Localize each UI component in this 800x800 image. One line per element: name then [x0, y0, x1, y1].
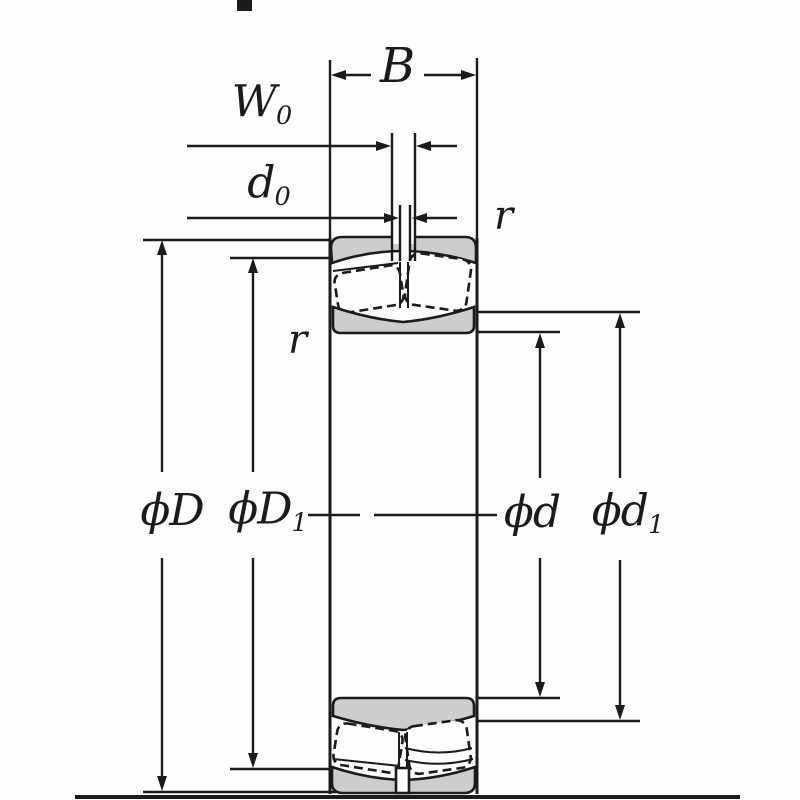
phiD-arrow-bottom: [157, 776, 167, 791]
label-d0: d0: [247, 161, 291, 212]
phiD1-arrow-bottom: [248, 753, 258, 768]
phid-arrow-top: [535, 333, 545, 348]
roller-top-right: [403, 251, 473, 313]
phiD-arrow-top: [157, 240, 167, 255]
label-W0: W0: [232, 80, 293, 131]
inner-ring-bottom: [331, 696, 476, 732]
label-W0-base: W: [231, 76, 277, 128]
cage-top-center-bar: [399, 262, 409, 308]
cage-bottom-right-bar1: [404, 747, 473, 754]
label-r-left-text: r: [287, 317, 307, 363]
label-r-right: r: [493, 193, 513, 239]
phiD1-arrow-top: [248, 258, 258, 273]
label-r-right-text: r: [493, 193, 513, 239]
cage-top-left-bar: [332, 262, 399, 272]
phid1-arrow-bottom: [615, 705, 625, 720]
cage-bottom-center-bar: [398, 732, 408, 768]
label-B-text: B: [379, 38, 415, 94]
cage-bottom: [332, 732, 474, 768]
cage-top: [332, 262, 409, 308]
label-phiD1-sub: 1: [291, 507, 308, 538]
cage-bottom-left-bar: [332, 758, 401, 767]
label-phid1-sub: 1: [647, 509, 665, 540]
inner-ring-top: [331, 305, 476, 335]
oil-hole-top: [401, 235, 409, 262]
dimension-lines: [143, 58, 640, 794]
label-r-left: r: [287, 317, 307, 363]
b-arrow-left: [331, 70, 346, 80]
label-d0-base: d: [247, 157, 275, 209]
roller-bottom-right: [403, 718, 473, 776]
oil-hole-bottom: [394, 766, 411, 795]
bearing-body: [328, 235, 479, 795]
label-phid-text: ϕd: [503, 487, 561, 538]
oil-hole-extension-lines: [390, 133, 417, 261]
d0-arrow-right: [412, 213, 427, 223]
label-B: B: [380, 42, 415, 90]
label-phiD1: ϕD1: [228, 487, 308, 538]
rollers-top: [333, 251, 473, 314]
cage-bottom-right-bar2: [404, 758, 474, 765]
label-phid1-base: ϕd: [591, 485, 649, 537]
top-crop-mark: [237, 0, 252, 11]
label-phiD: ϕD: [140, 489, 204, 533]
w0-arrow-right: [416, 141, 431, 151]
label-phid: ϕd: [504, 491, 561, 535]
w0-arrow-left: [376, 141, 391, 151]
bearing-bottom-section: [330, 696, 477, 795]
label-d0-sub: 0: [274, 181, 291, 212]
label-phid1: ϕd1: [592, 489, 665, 540]
label-phiD-text: ϕD: [140, 485, 204, 536]
roller-top-left: [333, 264, 405, 314]
label-phiD1-base: ϕD: [228, 483, 292, 535]
bearing-top-section: [329, 235, 478, 335]
label-W0-sub: 0: [276, 100, 293, 131]
phid-arrow-bottom: [535, 682, 545, 697]
phid1-arrow-top: [615, 313, 625, 328]
b-arrow-right: [461, 70, 476, 80]
